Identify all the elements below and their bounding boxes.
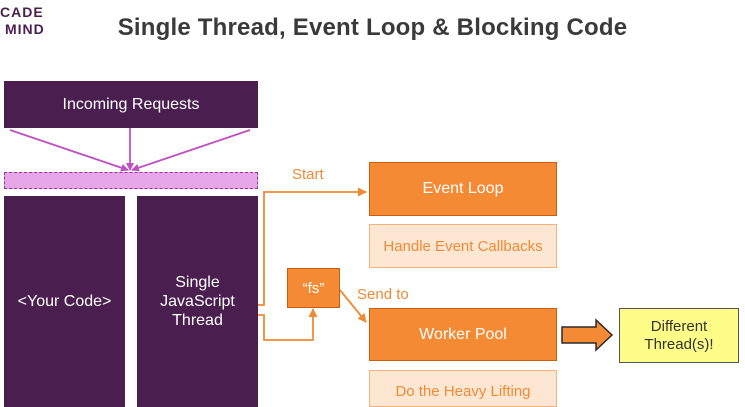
heavy-lifting-box: Do the Heavy Lifting xyxy=(369,370,557,407)
logo: CADE MIND xyxy=(0,4,70,38)
request-arrow-right xyxy=(131,129,251,172)
event-loop-box: Event Loop xyxy=(369,162,557,216)
event-loop-label: Event Loop xyxy=(422,180,504,197)
logo-line-1: CADE xyxy=(0,4,44,20)
fs-box: “fs” xyxy=(287,268,340,308)
single-thread-box: Single JavaScript Thread xyxy=(137,196,258,407)
heavy-lifting-label: Do the Heavy Lifting xyxy=(395,383,531,400)
incoming-requests-label: Incoming Requests xyxy=(62,95,200,113)
handle-callbacks-box: Handle Event Callbacks xyxy=(369,224,557,268)
block-arrow xyxy=(561,318,614,352)
worker-pool-label: Worker Pool xyxy=(419,325,507,343)
send-to-label: Send to xyxy=(357,286,409,303)
handle-callbacks-label: Handle Event Callbacks xyxy=(383,237,543,255)
your-code-label: <Your Code> xyxy=(17,292,112,310)
send-to-connector xyxy=(339,289,367,323)
logo-line-2: MIND xyxy=(5,21,45,37)
different-threads-box: Different Thread(s)! xyxy=(619,308,739,363)
different-threads-label: Different Thread(s)! xyxy=(644,317,714,353)
incoming-requests-box: Incoming Requests xyxy=(4,81,258,128)
fs-connector xyxy=(258,308,318,341)
your-code-box: <Your Code> xyxy=(4,196,125,407)
request-arrow-left xyxy=(9,129,129,172)
event-queue-bar xyxy=(4,172,258,189)
start-connector xyxy=(258,187,367,306)
fs-label: “fs” xyxy=(302,279,325,297)
single-thread-label: Single JavaScript Thread xyxy=(160,274,235,329)
slide-title: Single Thread, Event Loop & Blocking Cod… xyxy=(117,14,628,41)
worker-pool-box: Worker Pool xyxy=(369,308,557,361)
start-label: Start xyxy=(292,166,324,183)
